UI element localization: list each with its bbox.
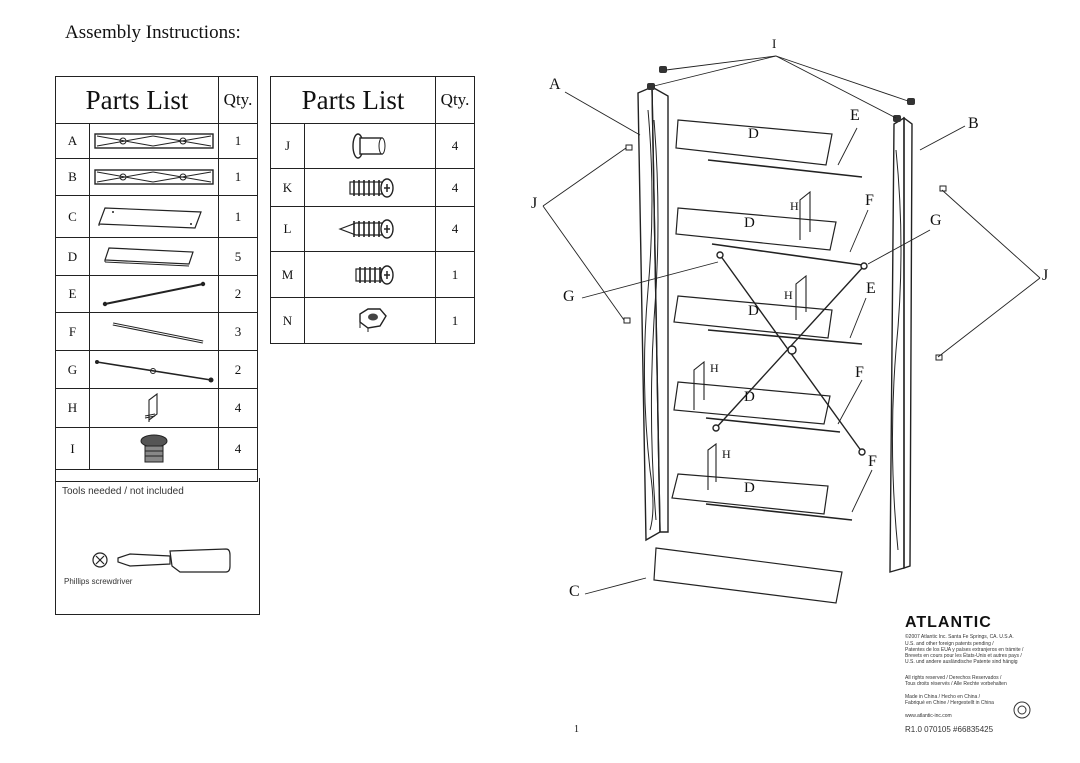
machine-screw-icon — [349, 177, 394, 198]
label-A: A — [549, 76, 561, 93]
screwdriver-label: Phillips screwdriver — [64, 577, 133, 586]
legal-text: U.S. and other foreign patents pending / — [905, 641, 994, 647]
qty-header: Qty. — [435, 76, 475, 124]
side-frame-icon — [94, 169, 214, 185]
side-frame-right — [889, 116, 913, 573]
barrel-nut-icon — [352, 133, 386, 159]
recycle-icon — [1013, 701, 1031, 719]
label-D: D — [744, 480, 755, 496]
side-frame-icon — [94, 133, 214, 149]
label-J-right: J — [1042, 267, 1049, 284]
table-row: E 2 — [55, 275, 258, 313]
part-qty: 4 — [218, 427, 258, 470]
rod-with-hooks-icon — [102, 281, 206, 307]
part-qty: 1 — [218, 158, 258, 196]
parts-list-table-left: Parts List Qty. A 1 B 1 C 1 D 5 E 2 F 3 … — [55, 76, 258, 482]
legal-text: Made in China / Hecho en China / — [905, 694, 981, 700]
legal-text: ©2007 Atlantic Inc. Santa Fe Springs, CA… — [905, 634, 1014, 640]
legal-text: Tous droits réservés / Alle Rechte vorbe… — [905, 681, 1007, 687]
website-text: www.atlantic-inc.com — [905, 713, 952, 719]
part-qty: 4 — [218, 388, 258, 428]
label-G: G — [563, 288, 575, 305]
label-D: D — [748, 126, 759, 142]
table-row: C 1 — [55, 195, 258, 238]
label-I: I — [772, 36, 777, 51]
label-D: D — [748, 303, 759, 319]
parts-list-title: Parts List — [55, 76, 219, 124]
foot-cap-icon — [647, 66, 915, 122]
label-C: C — [569, 583, 580, 600]
legal-text: Patentes de los EUA y países extranjeros… — [905, 647, 1024, 653]
label-F: F — [855, 364, 864, 381]
table-row: G 2 — [55, 350, 258, 389]
parts-list-title: Parts List — [270, 76, 436, 124]
part-letter: M — [270, 251, 305, 298]
label-E: E — [866, 280, 876, 297]
parts-list-table-right: Parts List Qty. J 4 K 4 L 4 M 1 N 1 — [270, 76, 475, 344]
part-letter: F — [55, 312, 90, 351]
page-number: 1 — [574, 724, 579, 735]
shelf-icon — [653, 119, 843, 604]
label-G: G — [930, 212, 942, 229]
label-J-left: J — [531, 195, 538, 212]
table-row: I 4 — [55, 427, 258, 470]
legal-text: Fabriqué en Chine / Hergestellt in China — [905, 700, 994, 706]
part-letter: G — [55, 350, 90, 389]
part-qty: 1 — [218, 195, 258, 238]
table-row: N 1 — [270, 297, 475, 344]
label-D: D — [744, 215, 755, 231]
part-letter: H — [55, 388, 90, 428]
part-qty: 2 — [218, 350, 258, 389]
table-row: L 4 — [270, 206, 475, 252]
label-H: H — [722, 447, 731, 461]
shelf-bracket-icon — [693, 190, 811, 490]
rod-icon — [112, 322, 204, 343]
part-qty: 4 — [435, 206, 475, 252]
barrel-nut-icon — [623, 144, 947, 361]
legal-text: U.S. und andere ausländische Patente sin… — [905, 659, 1018, 665]
legal-text: All rights reserved / Derechos Reservado… — [905, 675, 1002, 681]
part-letter: L — [270, 206, 305, 252]
label-F: F — [865, 192, 874, 209]
table-row: H 4 — [55, 388, 258, 428]
part-qty: 5 — [218, 237, 258, 276]
base-panel-icon — [98, 206, 202, 229]
part-letter: K — [270, 168, 305, 207]
short-screw-icon — [355, 264, 394, 285]
part-qty: 1 — [435, 297, 475, 344]
part-qty: 1 — [218, 123, 258, 159]
cross-brace-icon — [95, 359, 214, 382]
screwdriver-icon — [92, 548, 231, 573]
table-row: K 4 — [270, 168, 475, 207]
label-B: B — [968, 115, 979, 132]
cross-brace-icon — [712, 251, 868, 456]
table-row: F 3 — [55, 312, 258, 351]
part-qty: 1 — [435, 251, 475, 298]
label-H: H — [790, 199, 799, 213]
legal-text: Brevets en cours pour les États-Unis et … — [905, 653, 1022, 659]
brand-logo: ATLANTIC — [905, 614, 992, 631]
hex-nut-icon — [359, 307, 387, 332]
label-H: H — [784, 288, 793, 302]
label-D: D — [744, 389, 755, 405]
part-qty: 3 — [218, 312, 258, 351]
label-E: E — [850, 107, 860, 124]
rod-icon — [705, 159, 863, 521]
tools-box: Tools needed / not included — [55, 478, 260, 615]
tools-label: Tools needed / not included — [62, 486, 184, 497]
page-heading: Assembly Instructions: — [65, 22, 241, 43]
label-F: F — [868, 453, 877, 470]
wood-screw-icon — [338, 219, 394, 239]
part-letter: A — [55, 123, 90, 159]
side-frame-left — [637, 85, 669, 542]
revision-text: R1.0 070105 #66835425 — [905, 725, 994, 734]
shelf-bracket-icon — [144, 392, 158, 422]
label-H: H — [710, 361, 719, 375]
shelf-icon — [104, 246, 194, 266]
foot-cap-icon — [140, 434, 168, 462]
part-letter: I — [55, 427, 90, 470]
